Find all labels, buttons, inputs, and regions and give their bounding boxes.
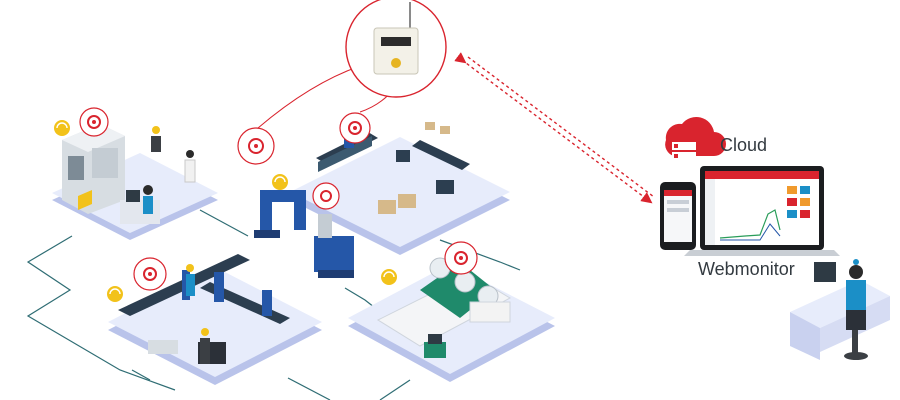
webmonitor-label: Webmonitor [698, 259, 795, 279]
platform-factory-control [52, 107, 218, 240]
operator-workstation [790, 259, 890, 360]
cloud-server-icon [665, 116, 726, 160]
cloud-label: Cloud [720, 135, 768, 155]
robot-arm [254, 174, 306, 238]
sensor-target-icon [339, 112, 371, 144]
wifi-icon [107, 286, 123, 302]
pump-unit [314, 214, 354, 278]
sensor-target-icon [133, 257, 167, 291]
sensor-target-icon [79, 107, 109, 137]
platform-conveyor-area [290, 112, 510, 255]
gateway-cloud-link [454, 52, 655, 204]
sensor-target-icon [312, 182, 340, 210]
sensor-target-icon [237, 127, 275, 165]
wifi-icon [272, 174, 288, 190]
laptop-device [684, 166, 840, 256]
platform-assembly-line [107, 254, 322, 385]
gateway-device [345, 0, 447, 98]
wifi-icon [381, 269, 397, 285]
wifi-icon [54, 120, 70, 136]
phone-device [660, 182, 696, 250]
sensor-target-icon [444, 241, 478, 275]
platform-paper-machine [348, 241, 555, 382]
